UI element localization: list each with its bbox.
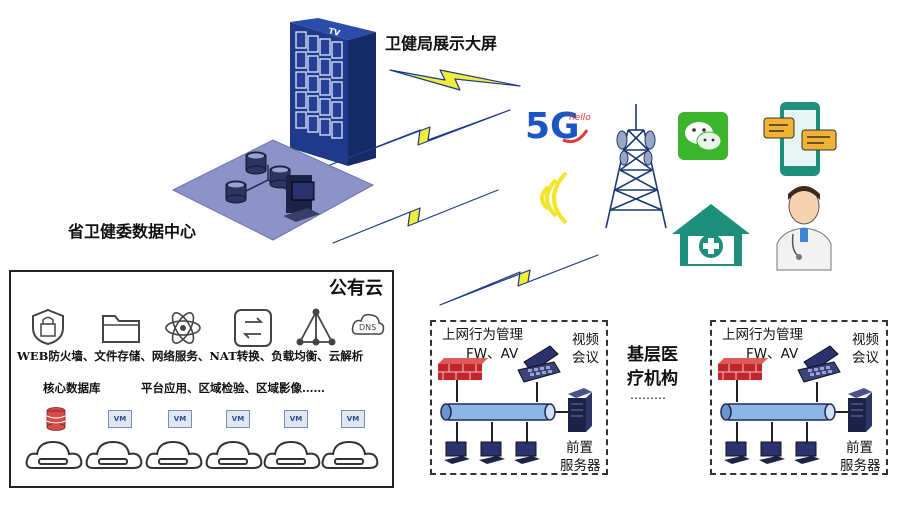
workstation-icon — [724, 441, 750, 464]
cloud-instance-icon — [145, 440, 203, 469]
front-server-label-1: 前置 — [566, 440, 593, 456]
video-conference-icon — [797, 345, 841, 383]
5g-logo-icon: 5G hello — [525, 106, 591, 147]
front-server-icon — [848, 388, 872, 432]
workstation-icon — [759, 441, 785, 464]
svg-text:DNS: DNS — [359, 323, 376, 332]
clinic-network-diagram — [718, 345, 872, 464]
clinics-label-line2: 疗机构 — [627, 369, 678, 389]
cloud-instances-row — [25, 440, 379, 469]
hospital-icon — [672, 204, 750, 266]
firewall-icon — [438, 358, 488, 380]
platform-apps-label: 平台应用、区域检验、区域影像…… — [141, 381, 325, 395]
cloud-instance-icon — [321, 440, 379, 469]
datacenter-icon — [171, 139, 375, 241]
tv-wall-text: TV — [328, 26, 342, 38]
network-bus-pipe — [720, 403, 836, 421]
cloud-instance-icon — [85, 440, 143, 469]
doctor-icon — [776, 186, 832, 271]
lightning-icon — [332, 189, 499, 244]
lightning-icon — [439, 254, 599, 306]
screen-label: 卫健局展示大屏 — [385, 34, 498, 53]
clinic-site-1: 上网行为管理 FW、AV 视频 会议 前置 服务器 — [430, 320, 608, 475]
cloud-instance-icon — [205, 440, 263, 469]
workstation-icon — [514, 441, 540, 464]
load-balance-icon — [296, 308, 336, 346]
video-conf-label-2: 会议 — [572, 350, 599, 366]
vm-icon: VM — [341, 410, 365, 428]
vm-icon: VM — [108, 410, 132, 428]
chat-phone-icon — [763, 102, 837, 176]
dns-cloud-icon: DNS — [351, 313, 385, 335]
wechat-icon — [678, 112, 728, 160]
cloud-instance-icon — [263, 440, 321, 469]
shield-icon — [32, 308, 64, 346]
video-conf-label-1: 视频 — [852, 332, 879, 348]
video-conf-label-2: 会议 — [852, 350, 879, 366]
front-server-label-2: 服务器 — [560, 458, 601, 474]
vm-icon: VM — [226, 410, 250, 428]
clinic-network-diagram — [438, 345, 592, 464]
front-server-icon — [568, 388, 592, 432]
folder-icon — [102, 315, 140, 343]
database-icon — [46, 407, 66, 431]
vm-icon: VM — [284, 410, 308, 428]
workstation-icon — [444, 441, 470, 464]
cloud-title: 公有云 — [329, 278, 383, 299]
datacenter-label: 省卫健委数据中心 — [68, 222, 197, 241]
firewall-icon — [718, 358, 768, 380]
front-server-label-1: 前置 — [846, 440, 873, 456]
nat-convert-icon — [234, 309, 272, 347]
workstation-icon — [479, 441, 505, 464]
atom-network-icon — [165, 312, 201, 344]
svg-text:hello: hello — [569, 113, 591, 123]
tv-wall-icon: TV — [290, 18, 376, 166]
workstation-icon — [794, 441, 820, 464]
video-conference-icon — [517, 345, 561, 383]
clinics-ellipsis: ……… — [630, 388, 666, 402]
network-bus-pipe — [440, 403, 556, 421]
lightning-icon — [329, 109, 511, 166]
clinic-site-2: 上网行为管理 FW、AV 视频 会议 前置 服务器 — [710, 320, 888, 475]
cloud-instance-icon — [25, 440, 83, 469]
cell-tower-icon — [605, 104, 667, 229]
behavior-mgmt-label: 上网行为管理 — [442, 327, 523, 343]
cloud-services-line: WEB防火墙、文件存储、网络服务、NAT转换、负载均衡、云解析 — [17, 349, 364, 363]
vm-icon: VM — [168, 410, 192, 428]
clinics-label-line1: 基层医 — [627, 345, 678, 365]
lightning-icon — [389, 69, 521, 91]
signal-waves-icon — [540, 171, 568, 225]
core-db-label: 核心数据库 — [43, 381, 101, 395]
front-server-label-2: 服务器 — [840, 458, 881, 474]
video-conf-label-1: 视频 — [572, 332, 599, 348]
public-cloud-panel: 公有云 DNS WEB防火墙、文件存储 — [9, 270, 394, 488]
behavior-mgmt-label: 上网行为管理 — [722, 327, 803, 343]
